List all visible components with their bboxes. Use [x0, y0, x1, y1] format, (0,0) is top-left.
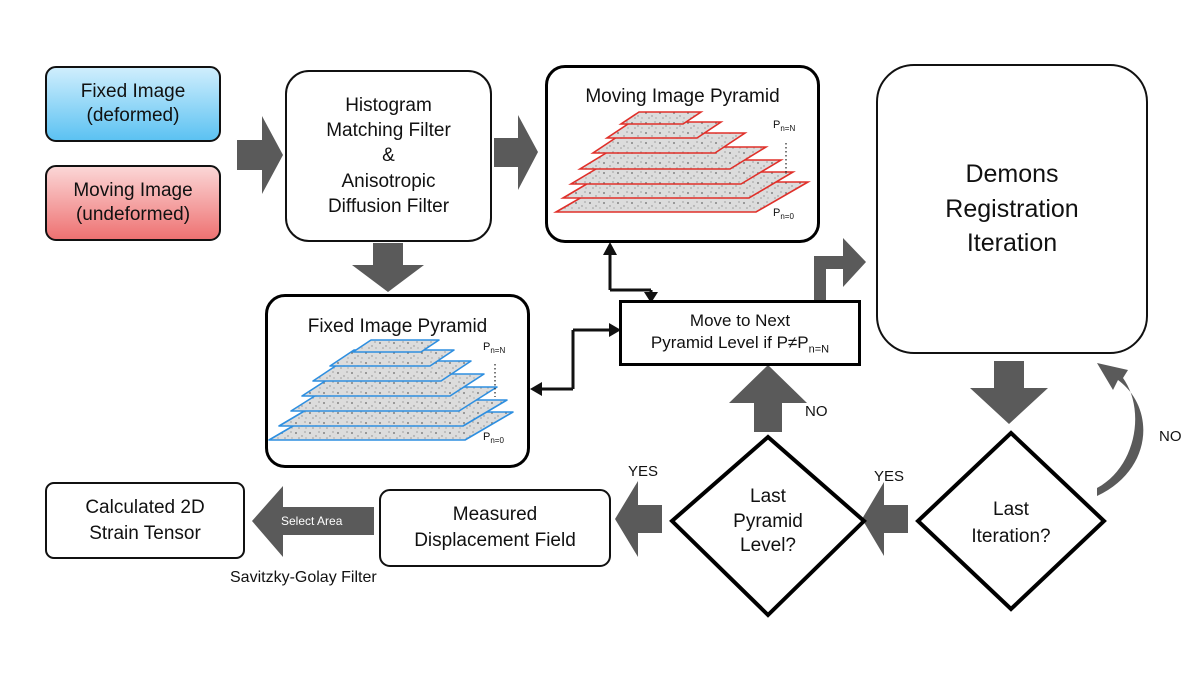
fixed-image-line1: Fixed Image — [80, 81, 186, 103]
pyramid-layer — [604, 121, 724, 139]
fixed-pyramid-top-label: Pn=N — [483, 341, 506, 356]
block-arrows — [237, 115, 1144, 557]
fixed-pyramid-layers — [268, 339, 514, 441]
arrow-move-to-demons — [814, 238, 866, 300]
yes-right-label: YES — [874, 468, 905, 485]
move-next-line2: Pyramid Level if P≠Pn=N — [650, 332, 830, 356]
last-pyramid-line2: Pyramid — [733, 510, 803, 532]
demons-line2: Registration — [945, 194, 1079, 223]
arrow-lastpyr-to-measured — [615, 481, 662, 557]
demons-line1: Demons — [965, 160, 1059, 189]
strain-line1: Calculated 2D — [85, 496, 205, 518]
strain-line2: Strain Tensor — [89, 522, 201, 544]
last-iteration-line2: Iteration? — [971, 526, 1051, 547]
demons-box: Demons Registration Iteration — [876, 64, 1148, 354]
no-up-label: NO — [805, 403, 828, 420]
last-pyramid-line1: Last — [750, 485, 786, 507]
yes-left-label: YES — [628, 463, 659, 480]
last-iteration-text: Last Iteration? — [946, 494, 1076, 554]
measured-line1: Measured — [452, 504, 538, 526]
head-up-moving — [603, 242, 617, 255]
savitzky-label: Savitzky-Golay Filter — [230, 569, 377, 586]
arrow-filters-to-fixed-pyramid — [352, 243, 424, 292]
arrow-filters-to-moving-pyramid — [494, 115, 538, 190]
pyramid-layer — [618, 111, 704, 125]
moving-pyramid-box: Moving Image Pyramid — [545, 65, 820, 243]
demons-line3: Iteration — [966, 229, 1058, 258]
no-loop-label: NO — [1159, 428, 1182, 445]
fixed-pyramid-bottom-label: Pn=0 — [483, 431, 504, 446]
fixed-pyramid-box: Fixed Image Pyramid — [265, 294, 530, 468]
last-pyramid-line3: Level? — [740, 535, 796, 557]
filters-line1: Histogram — [345, 94, 432, 116]
arrow-lastiter-to-lastpyr — [862, 482, 908, 556]
last-iteration-line1: Last — [993, 499, 1029, 521]
fixed-image-box: Fixed Image (deformed) — [45, 66, 221, 142]
arrow-inputs-to-filters — [237, 116, 283, 194]
connectors — [540, 253, 653, 391]
arrow-no-loop — [1097, 363, 1144, 496]
fixed-pyramid-title: Fixed Image Pyramid — [307, 316, 488, 337]
moving-pyramid-top-label: Pn=N — [773, 119, 796, 134]
arrow-measured-to-strain — [252, 486, 374, 557]
measured-line2: Displacement Field — [414, 530, 576, 551]
last-iteration-diamond — [915, 430, 1107, 612]
head-right-move — [609, 323, 621, 337]
filters-line4: Anisotropic — [341, 170, 436, 192]
filters-line2: Matching Filter — [326, 120, 451, 142]
last-pyramid-text: Last Pyramid Level? — [703, 476, 833, 568]
select-area-label: Select Area — [281, 514, 343, 528]
fixed-image-line2: (deformed) — [86, 105, 180, 126]
move-next-box: Move to Next Pyramid Level if P≠Pn=N — [619, 300, 861, 366]
last-pyramid-diamond — [669, 434, 867, 618]
moving-image-line2: (undeformed) — [75, 204, 191, 225]
head-left-fixed — [530, 382, 542, 396]
moving-image-line1: Moving Image — [73, 180, 193, 202]
connector-heads — [530, 242, 658, 396]
moving-image-box: Moving Image (undeformed) — [45, 165, 221, 241]
filters-line5: Diffusion Filter — [327, 195, 450, 217]
arrow-demons-down — [970, 361, 1048, 424]
moving-pyramid-layers — [553, 111, 811, 213]
moving-pyramid-title: Moving Image Pyramid — [585, 86, 780, 107]
strain-box: Calculated 2D Strain Tensor — [45, 482, 245, 559]
filters-box: Histogram Matching Filter & Anisotropic … — [285, 70, 492, 242]
pyramid-layer — [352, 339, 440, 353]
head-down-move — [644, 292, 658, 303]
moving-pyramid-bottom-label: Pn=0 — [773, 207, 794, 222]
move-next-line1: Move to Next — [689, 310, 791, 330]
filters-line3: & — [382, 145, 395, 167]
arrow-lastpyr-up — [729, 365, 807, 432]
measured-box: Measured Displacement Field — [379, 489, 611, 567]
